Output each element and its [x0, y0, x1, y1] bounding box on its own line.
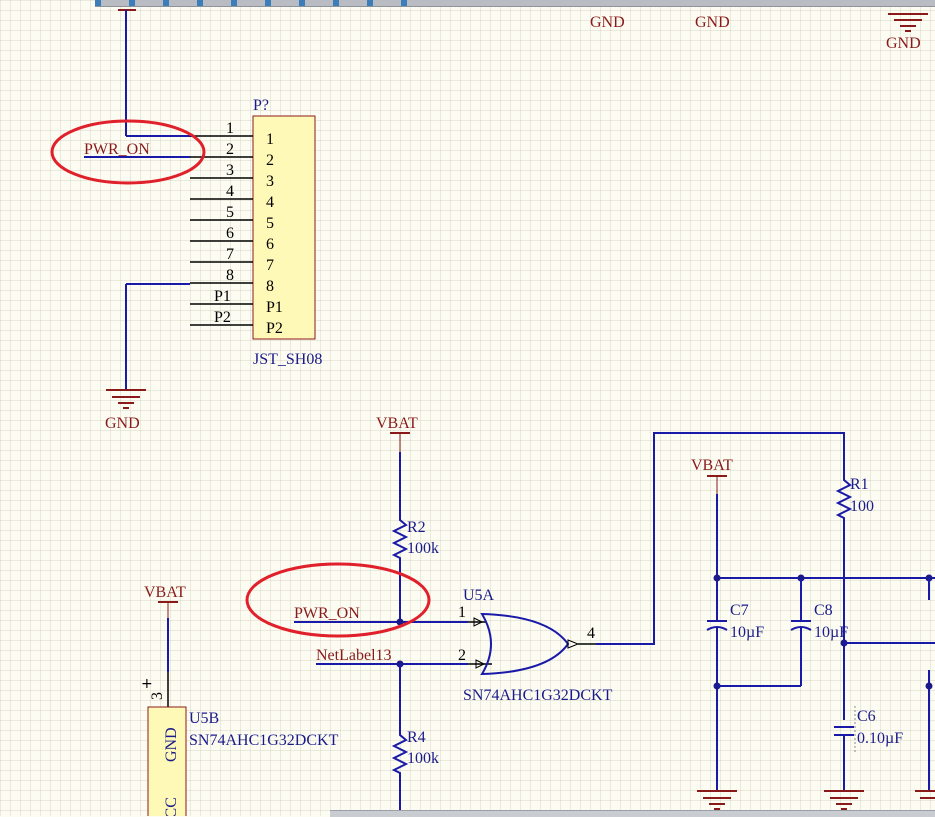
gnd-symbol-c6[interactable] [824, 790, 864, 810]
connector-pin-number: 8 [226, 267, 234, 284]
connector-pin-number: 6 [226, 225, 234, 242]
capacitor-c8[interactable] [790, 620, 812, 631]
connector-pin[interactable]: 22 [190, 141, 274, 169]
connector-pin[interactable]: 11 [190, 120, 274, 148]
pwr-on-label-top[interactable]: PWR_ON [84, 141, 150, 158]
horizontal-scrollbar[interactable] [330, 810, 935, 817]
u5a-pin2-number: 2 [458, 647, 466, 664]
u5b-inner-vcc: VCC [163, 797, 180, 816]
connector-pin[interactable]: 66 [190, 225, 274, 253]
connector-pin-name: 4 [266, 194, 274, 211]
connector-pin[interactable]: 55 [190, 204, 274, 232]
connector-pin[interactable]: 77 [190, 246, 274, 274]
connector-pin-name: 5 [266, 215, 274, 232]
c6-value: 0.10µF [857, 730, 903, 747]
u5b-part-name: SN74AHC1G32DCKT [189, 732, 339, 749]
c7-value: 10µF [730, 624, 764, 641]
gnd-symbol-top-right[interactable] [888, 13, 928, 32]
gnd-symbol-c7[interactable] [697, 790, 737, 810]
r2-designator: R2 [407, 519, 426, 536]
c8-value: 10µF [814, 624, 848, 641]
vbat-label-caps: VBAT [691, 457, 733, 474]
gnd-label-top-2: GND [695, 14, 730, 31]
c6-designator: C6 [857, 708, 876, 725]
connector-pin-name: 3 [266, 173, 274, 190]
u5a-pin4-number: 4 [587, 625, 595, 642]
u5b-designator: U5B [189, 710, 219, 727]
connector-pin-number: P2 [214, 309, 231, 326]
u5b-body[interactable] [147, 706, 187, 816]
resistor-r4[interactable] [391, 730, 409, 778]
connector-pin-name: 7 [266, 257, 274, 274]
r2-value: 100k [407, 540, 439, 557]
vbat-label-r2: VBAT [376, 415, 418, 432]
u5b-pin3-number: 3 [149, 692, 166, 700]
top-toolbar-strip[interactable] [95, 0, 935, 7]
connector-pin-name: P2 [266, 320, 283, 337]
u5b-inner-gnd: GND [163, 727, 180, 762]
gnd-label-top-1: GND [590, 14, 625, 31]
connector-designator: P? [253, 97, 269, 114]
connector-pin-number: 7 [226, 246, 234, 263]
r4-value: 100k [407, 750, 439, 767]
connector-pin-number: 3 [226, 162, 234, 179]
junction-pwr-on [396, 618, 404, 626]
r1-designator: R1 [850, 476, 869, 493]
capacitor-c6[interactable] [834, 726, 854, 736]
connector-body[interactable] [252, 115, 316, 340]
connector-pin-name: P1 [266, 299, 283, 316]
connector-pin-name: 6 [266, 236, 274, 253]
connector-pin-number: 2 [226, 141, 234, 158]
u5b-pin-marker: + [141, 676, 153, 692]
u5a-pin1[interactable] [468, 617, 486, 627]
c8-designator: C8 [814, 602, 833, 619]
connector-pin-name: 2 [266, 152, 274, 169]
u5a-pin1-number: 1 [458, 604, 466, 621]
connector-pin-number: 1 [226, 120, 234, 137]
resistor-r1[interactable] [835, 475, 853, 523]
pin8-gnd-wire[interactable] [125, 283, 190, 390]
u5a-designator: U5A [463, 587, 495, 604]
connector-part-name: JST_SH08 [253, 351, 322, 368]
connector-pin-name: 8 [266, 278, 274, 295]
toolbar-icons[interactable] [95, 0, 435, 6]
vbat-label-u5b: VBAT [144, 584, 186, 601]
c7-designator: C7 [730, 602, 749, 619]
connector-pin[interactable]: 33 [190, 162, 274, 190]
capacitor-c7[interactable] [706, 620, 728, 631]
netlabel13-label[interactable]: NetLabel13 [316, 647, 392, 664]
gnd-label-top-3: GND [886, 35, 921, 52]
connector-pin[interactable]: 88 [190, 267, 274, 295]
r4-designator: R4 [407, 729, 426, 746]
u5a-pin4[interactable] [567, 639, 596, 649]
u5a-part-name: SN74AHC1G32DCKT [463, 687, 613, 704]
top-gnd-wire[interactable] [118, 9, 192, 137]
connector-pin-number: P1 [214, 288, 231, 305]
connector-pin[interactable]: 44 [190, 183, 274, 211]
gate-output-wire[interactable] [596, 432, 845, 645]
annotation-ellipse-top [50, 119, 206, 185]
pwr-on-label-mid[interactable]: PWR_ON [294, 605, 360, 622]
connector-pin-number: 4 [226, 183, 234, 200]
gnd-label-left: GND [105, 415, 140, 432]
annotation-ellipse-mid [245, 562, 431, 638]
gnd-symbol-left[interactable] [106, 389, 146, 409]
or-gate-u5a[interactable] [480, 612, 570, 676]
connector-pin-number: 5 [226, 204, 234, 221]
r1-value: 100 [850, 498, 874, 515]
resistor-r2[interactable] [391, 515, 409, 563]
connector-pin-name: 1 [266, 131, 274, 148]
